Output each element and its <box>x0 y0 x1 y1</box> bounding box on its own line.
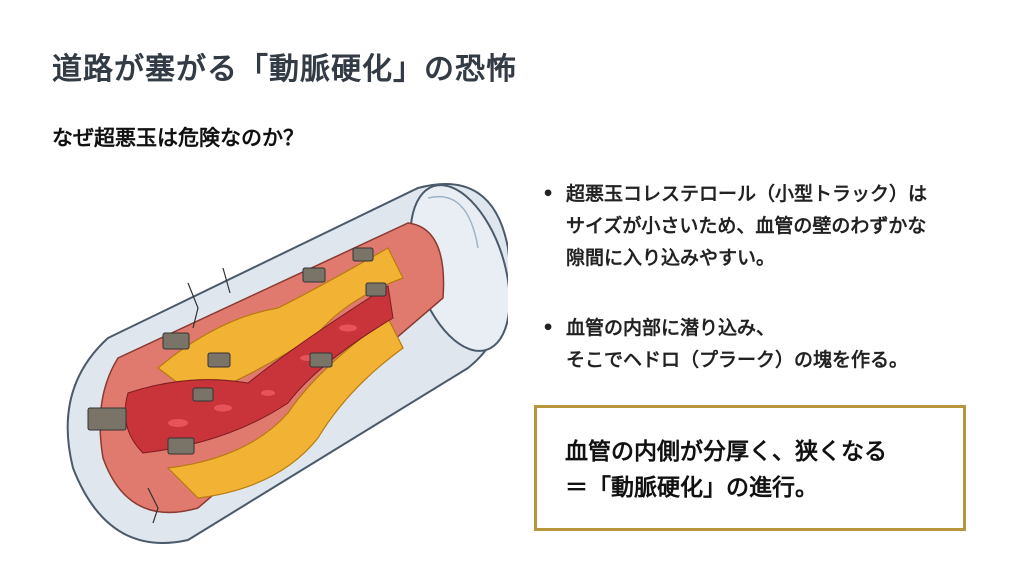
summary-callout-box: 血管の内側が分厚く、狭くなる ＝「動脈硬化」の進行。 <box>534 405 966 531</box>
bullet-line: そこでヘドロ（プラーク）の塊を作る。 <box>566 349 909 371</box>
bullet-item: • 超悪玉コレステロール（小型トラック）は サイズが小さいため、血管の壁のわずか… <box>536 178 1006 274</box>
blood-cells <box>168 324 357 427</box>
bullet-item: • 血管の内部に潜り込み、 そこでヘドロ（プラーク）の塊を作る。 <box>536 312 1006 376</box>
blood-lumen <box>124 285 394 454</box>
bullet-dot-icon: • <box>542 317 555 339</box>
plaque-lower <box>166 317 404 499</box>
bullet-line: 超悪玉コレステロール（小型トラック）は <box>566 183 928 205</box>
bullet-line: 血管の内部に潜り込み、 <box>566 317 776 339</box>
truck-particles <box>87 247 387 455</box>
artery-illustration <box>66 183 508 544</box>
callout-line: 血管の内側が分厚く、狭くなる <box>565 439 887 465</box>
slide-subtitle: なぜ超悪玉は危険なのか？ <box>52 126 304 150</box>
bullet-list: • 超悪玉コレステロール（小型トラック）は サイズが小さいため、血管の壁のわずか… <box>536 178 1006 376</box>
callout-line: ＝「動脈硬化」の進行。 <box>565 475 818 501</box>
plaque-cracks <box>147 267 231 524</box>
bullet-line: サイズが小さいため、血管の壁のわずかな <box>566 215 927 237</box>
bullet-dot-icon: • <box>542 183 555 205</box>
bullet-line: 隙間に入り込みやすい。 <box>566 247 776 269</box>
slide-title: 道路が塞がる「動脈硬化」の恐怖 <box>52 52 517 87</box>
